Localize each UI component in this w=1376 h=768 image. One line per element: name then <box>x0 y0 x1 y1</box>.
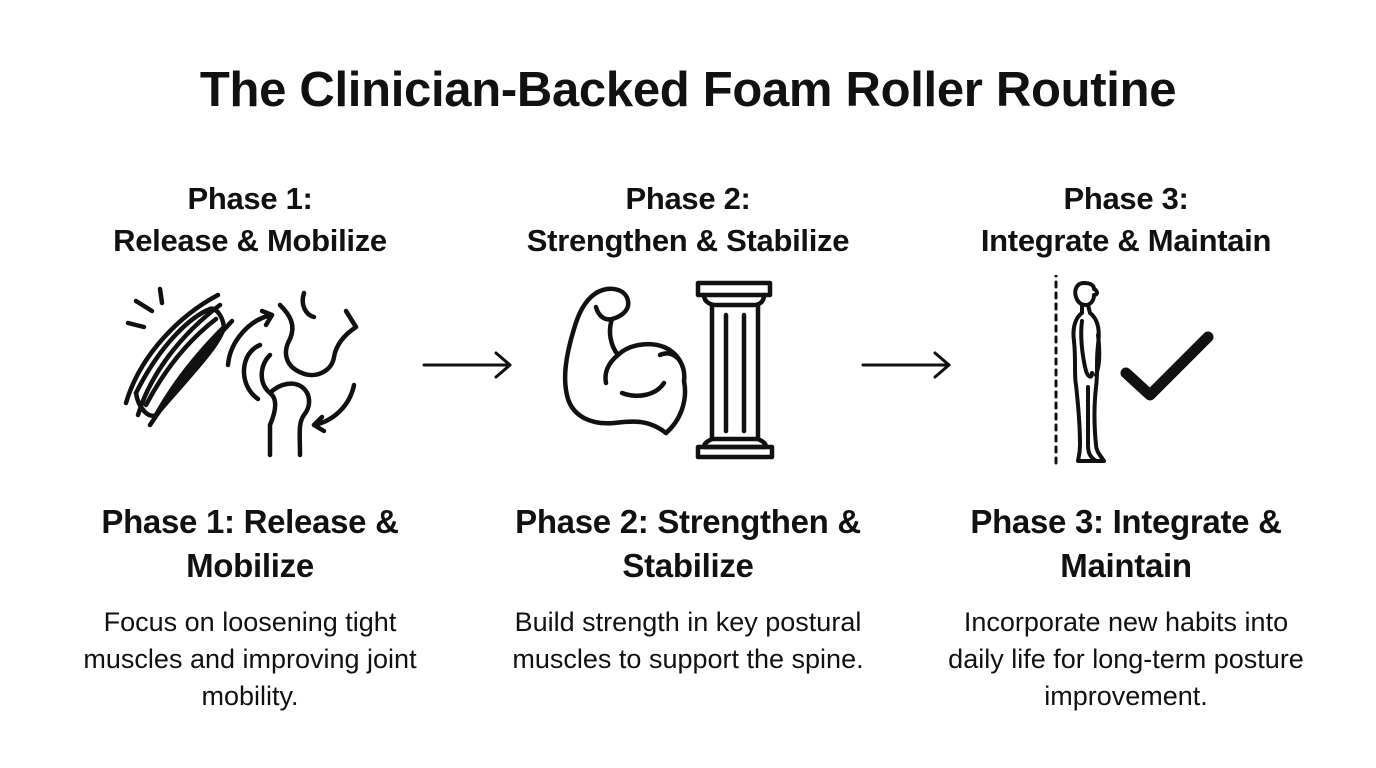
phase-3-name: Integrate & Maintain <box>980 223 1272 258</box>
phase-1-illustration <box>110 275 390 475</box>
phase-3-heading: Phase 3: Integrate & Maintain <box>970 503 1282 584</box>
phase-1-name: Release & Mobilize <box>113 223 387 258</box>
phase-2-top-label: Phase 2: Strengthen & Stabilize <box>488 178 888 262</box>
right-arrow-icon <box>857 345 957 385</box>
checkmark-icon <box>1120 331 1214 401</box>
phase-3-illustration <box>986 275 1266 475</box>
phase-3-number: Phase 3: <box>1063 181 1189 216</box>
phase-1-heading: Phase 1: Release & Mobilize <box>101 503 399 584</box>
phase-1-description: Focus on loosening tight muscles and imp… <box>83 607 417 711</box>
phase-2-heading: Phase 2: Strengthen & Stabilize <box>515 503 861 584</box>
main-title: The Clinician-Backed Foam Roller Routine <box>199 63 1177 117</box>
flexed-arm-icon <box>562 286 688 436</box>
phase-2-number: Phase 2: <box>625 181 751 216</box>
phase-2-name: Strengthen & Stabilize <box>526 223 850 258</box>
phase-1-top-label: Phase 1: Release & Mobilize <box>50 178 450 262</box>
column-icon <box>695 280 775 460</box>
phase-3-column: Phase 3: Integrate & Maintain Phase 3: I… <box>926 0 1326 768</box>
joint-rotation-icon <box>225 290 359 458</box>
right-arrow-icon <box>418 345 518 385</box>
phase-2-column: Phase 2: Strengthen & Stabilize <box>488 0 888 768</box>
muscle-fiber-icon <box>123 286 235 428</box>
phase-1-number: Phase 1: <box>187 181 313 216</box>
phase-3-description: Incorporate new habits into daily life f… <box>948 607 1304 711</box>
phase-2-illustration <box>548 275 828 475</box>
phase-2-description: Build strength in key postural muscles t… <box>512 607 864 674</box>
standing-person-icon <box>1054 275 1106 467</box>
phase-1-column: Phase 1: Release & Mobilize <box>50 0 450 768</box>
phase-3-top-label: Phase 3: Integrate & Maintain <box>926 178 1326 262</box>
